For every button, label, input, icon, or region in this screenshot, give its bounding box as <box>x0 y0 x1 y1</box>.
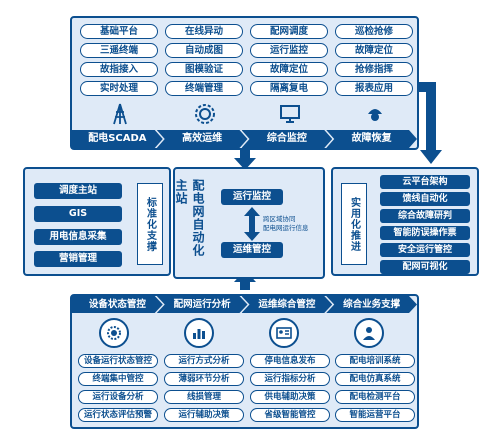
bottom-pill: 薄弱环节分析 <box>164 372 244 386</box>
top-category-bar: 配电SCADA 高效运维 综合监控 故障恢复 <box>72 130 417 148</box>
center-note-line: 跨区域协同 <box>263 215 296 223</box>
bottom-category: 设备状态管控 <box>72 296 163 313</box>
top-pill: 图模验证 <box>165 62 243 77</box>
bottom-pill: 配电仿真系统 <box>335 372 415 386</box>
center-button-bottom: 运维管控 <box>221 242 283 258</box>
center-title: 配电网自动化主站 <box>174 179 205 257</box>
bottom-category-bar: 设备状态管控 配网运行分析 运维综合管控 综合业务支撑 <box>72 296 417 313</box>
top-pill: 终端管理 <box>165 81 243 96</box>
top-category: 高效运维 <box>157 130 248 148</box>
top-pill: 故障定位 <box>335 43 413 58</box>
top-category: 综合监控 <box>242 130 333 148</box>
center-button-top: 运行监控 <box>221 189 283 205</box>
left-vertical-label: 标准化支撑 <box>137 183 163 265</box>
bottom-pill: 配电检测平台 <box>335 390 415 404</box>
bottom-pill: 停电信息发布 <box>250 354 330 368</box>
bottom-pill: 配电培训系统 <box>335 354 415 368</box>
worker-icon <box>359 102 391 126</box>
right-item: 馈线自动化 <box>380 192 470 206</box>
tower-icon <box>104 102 136 126</box>
top-pill: 故指接入 <box>80 62 158 77</box>
top-pill: 三遥终端 <box>80 43 158 58</box>
left-item: GIS <box>34 206 122 222</box>
center-panel: 配电网自动化主站 运行监控 运维管控 跨区域协同 配电网运行信息 <box>173 167 325 279</box>
right-vertical-label: 实用化推进 <box>341 183 367 265</box>
bottom-category: 运维综合管控 <box>242 296 333 313</box>
bottom-pill: 运行状态评估预警 <box>78 408 158 422</box>
bottom-pill: 省级智能管控 <box>250 408 330 422</box>
right-item: 配网可视化 <box>380 260 470 274</box>
bottom-pill: 运行设备分析 <box>78 390 158 404</box>
bottom-pill: 终端集中管控 <box>78 372 158 386</box>
bottom-pill: 运行辅助决策 <box>164 408 244 422</box>
double-arrow-icon <box>244 207 260 241</box>
top-pill: 隔离复电 <box>250 81 328 96</box>
top-category: 配电SCADA <box>72 130 163 148</box>
operator-icon <box>354 318 384 348</box>
top-pill: 配网调度 <box>250 24 328 39</box>
id-card-icon <box>269 318 299 348</box>
bar-chart-icon <box>184 318 214 348</box>
right-item: 综合故障研判 <box>380 209 470 223</box>
top-pill: 基础平台 <box>80 24 158 39</box>
center-note-line: 配电网运行信息 <box>263 224 309 232</box>
top-pill: 抢修指挥 <box>335 62 413 77</box>
center-note: 跨区域协同 配电网运行信息 <box>263 215 325 233</box>
top-pill: 报表应用 <box>335 81 413 96</box>
bottom-pill: 智能运营平台 <box>335 408 415 422</box>
top-pill: 巡检抢修 <box>335 24 413 39</box>
bottom-category: 综合业务支撑 <box>326 296 417 313</box>
monitor-icon <box>274 102 306 126</box>
top-panel: 基础平台 在线异动 配网调度 巡检抢修 三遥终端 自动成图 运行监控 故障定位 … <box>70 16 419 150</box>
bottom-panel: 设备状态管控 配网运行分析 运维综合管控 综合业务支撑 设备运行状态管控 运行方… <box>70 294 419 429</box>
bottom-pill: 供电辅助决策 <box>250 390 330 404</box>
right-panel: 实用化推进 云平台架构 馈线自动化 综合故障研判 智能防误操作票 安全运行管控 … <box>331 167 479 276</box>
left-panel: 调度主站 GIS 用电信息采集 营销管理 标准化支撑 <box>23 167 171 276</box>
left-item: 营销管理 <box>34 251 122 267</box>
top-pill: 自动成图 <box>165 43 243 58</box>
bottom-pill: 运行指标分析 <box>250 372 330 386</box>
bottom-pill: 设备运行状态管控 <box>78 354 158 368</box>
bottom-category: 配网运行分析 <box>157 296 248 313</box>
left-item: 调度主站 <box>34 183 122 199</box>
right-item: 安全运行管控 <box>380 243 470 257</box>
top-category: 故障恢复 <box>326 130 417 148</box>
top-pill: 运行监控 <box>250 43 328 58</box>
gear-icon <box>189 102 221 126</box>
bottom-pill: 线损管理 <box>164 390 244 404</box>
right-item: 智能防误操作票 <box>380 226 470 240</box>
top-pill: 实时处理 <box>80 81 158 96</box>
right-item: 云平台架构 <box>380 175 470 189</box>
top-pill: 在线异动 <box>165 24 243 39</box>
left-item: 用电信息采集 <box>34 229 122 245</box>
top-pill: 故障定位 <box>250 62 328 77</box>
bottom-pill: 运行方式分析 <box>164 354 244 368</box>
settings-gear-icon <box>99 318 129 348</box>
